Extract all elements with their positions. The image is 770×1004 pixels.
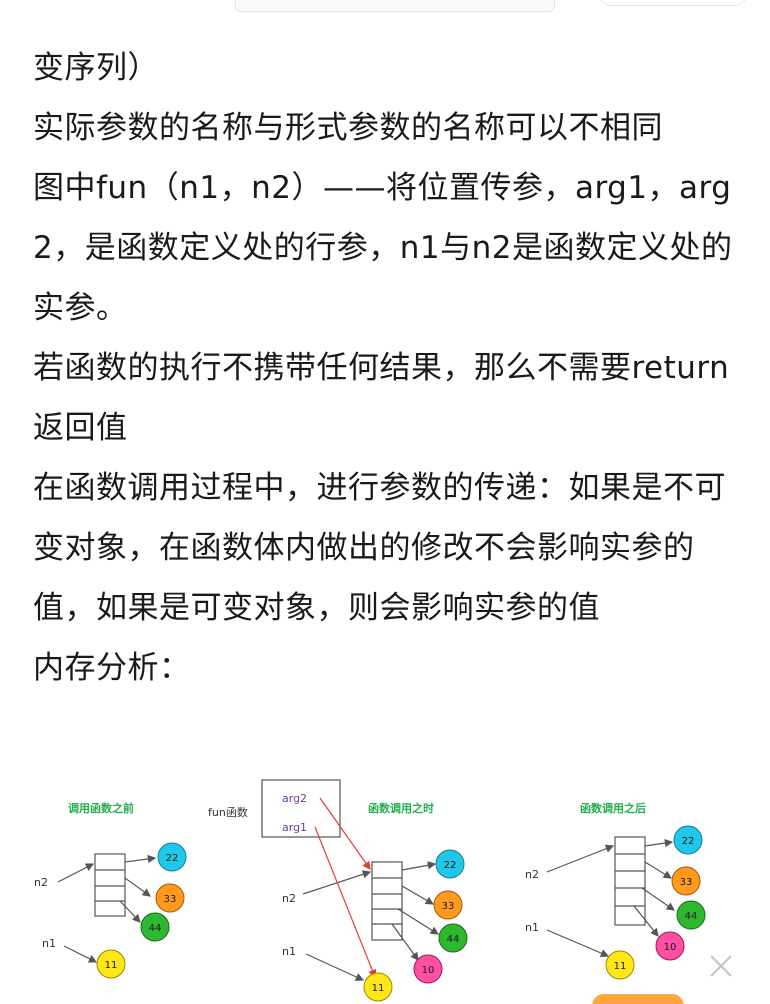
svg-text:11: 11 <box>614 961 627 972</box>
svg-text:11: 11 <box>372 983 385 994</box>
stack-before <box>94 853 126 917</box>
paragraph-sequence-tail: 变序列） <box>33 50 159 86</box>
var-n2-before: n2 <box>34 876 48 889</box>
title-during: 函数调用之时 <box>368 801 434 815</box>
svg-text:22: 22 <box>682 836 695 847</box>
svg-text:22: 22 <box>166 853 179 864</box>
paragraph-param-names: 实际参数的名称与形式参数的名称可以不相同 <box>33 110 663 146</box>
fun-label: fun函数 <box>208 806 248 819</box>
svg-text:33: 33 <box>164 894 177 905</box>
value-33-blob-before: 33 <box>155 883 185 913</box>
value-33-blob-after: 33 <box>671 866 701 896</box>
value-10-blob-after: 10 <box>655 931 685 961</box>
paragraph-mutability: 在函数调用过程中，进行参数的传递：如果是不可变对象，在函数体内做出的修改不会影响… <box>33 470 726 626</box>
svg-text:10: 10 <box>664 942 677 953</box>
stack-after <box>614 836 646 926</box>
value-11-blob-during: 11 <box>363 972 393 1002</box>
paragraph-memory-analysis: 内存分析： <box>33 650 191 686</box>
value-22-blob-before: 22 <box>157 842 187 872</box>
value-10-blob-during: 10 <box>413 954 443 984</box>
top-bar <box>0 0 770 24</box>
title-before: 调用函数之前 <box>68 801 134 815</box>
svg-text:10: 10 <box>422 965 435 976</box>
var-n1-after: n1 <box>525 921 539 934</box>
var-n2-after: n2 <box>525 868 539 881</box>
arg1-label: arg1 <box>282 821 307 834</box>
close-icon <box>703 948 739 984</box>
memory-analysis-diagram: 调用函数之前 n2 n1 22 33 44 11 f <box>20 774 760 1004</box>
paragraph-fun-example: 图中fun（n1，n2）——将位置传参，arg1，arg2，是函数定义处的行参，… <box>33 170 733 326</box>
value-33-blob-during: 33 <box>433 890 463 920</box>
floating-action-tab[interactable] <box>592 994 684 1004</box>
arg2-label: arg2 <box>282 792 307 805</box>
svg-text:44: 44 <box>149 923 162 934</box>
svg-text:33: 33 <box>680 877 693 888</box>
paragraph-return: 若函数的执行不携带任何结果，那么不需要return返回值 <box>33 350 730 446</box>
var-n1-before: n1 <box>42 937 56 950</box>
value-11-blob-after: 11 <box>605 950 635 980</box>
value-22-blob-after: 22 <box>673 825 703 855</box>
value-22-blob-during: 22 <box>435 849 465 879</box>
var-n2-during: n2 <box>282 892 296 905</box>
svg-text:44: 44 <box>447 934 460 945</box>
article-body: 变序列） 实际参数的名称与形式参数的名称可以不相同 图中fun（n1，n2）——… <box>33 38 733 698</box>
stack-during <box>371 861 403 941</box>
svg-text:22: 22 <box>444 860 457 871</box>
top-search-field[interactable] <box>235 0 555 12</box>
top-action-pill[interactable] <box>598 0 748 6</box>
value-44-blob-during: 44 <box>438 923 468 953</box>
title-after: 函数调用之后 <box>580 801 646 815</box>
value-44-blob-before: 44 <box>140 912 170 942</box>
svg-text:11: 11 <box>105 960 118 971</box>
value-44-blob-after: 44 <box>676 900 706 930</box>
svg-text:33: 33 <box>442 901 455 912</box>
value-11-blob-before: 11 <box>96 949 126 979</box>
svg-text:44: 44 <box>685 911 698 922</box>
var-n1-during: n1 <box>282 945 296 958</box>
close-button[interactable] <box>703 948 739 984</box>
